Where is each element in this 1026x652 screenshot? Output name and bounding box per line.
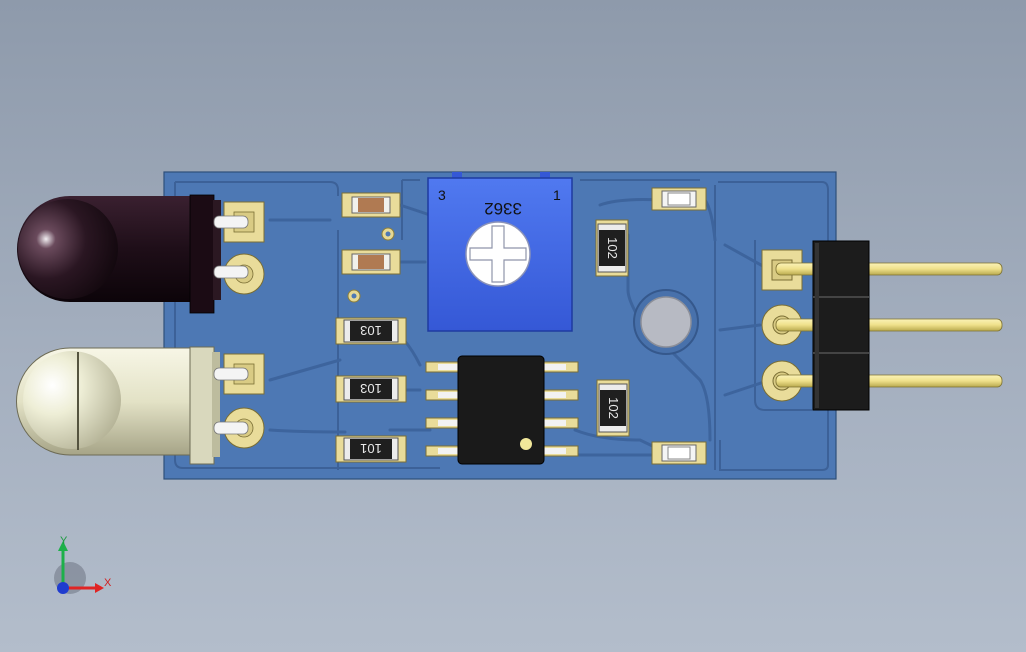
potentiometer-3362[interactable]: 3 3362 1 — [427, 172, 573, 332]
header-pin-3[interactable] — [775, 374, 1003, 388]
ic-pads-right — [543, 361, 579, 457]
resistor-label: 103 — [360, 381, 382, 396]
smd-led-2[interactable] — [651, 441, 707, 465]
resistor-102-a[interactable]: 102 — [595, 219, 629, 277]
x-axis-label: X — [104, 577, 112, 589]
pot-cross-slot — [469, 225, 527, 283]
header-pin-2[interactable] — [775, 318, 1003, 332]
led-pads — [213, 201, 265, 449]
z-axis-dot — [57, 582, 69, 594]
ir-receiver-led[interactable] — [17, 194, 221, 314]
resistor-label: 102 — [606, 397, 621, 419]
pot-pin-label-3: 3 — [438, 187, 446, 203]
resistor-label: 103 — [360, 323, 382, 338]
y-axis-label: Y — [60, 535, 68, 547]
resistor-103-a[interactable]: 103 — [335, 317, 407, 345]
pot-model-label: 3362 — [484, 199, 522, 218]
pin-header-3pin[interactable] — [775, 240, 1003, 411]
smd-led-1[interactable] — [651, 187, 707, 211]
smd-capacitor-1[interactable] — [341, 192, 401, 218]
axis-triad[interactable]: Y X — [54, 535, 112, 594]
ir-emitter-led[interactable] — [16, 346, 220, 465]
resistor-101[interactable]: 101 — [335, 435, 407, 463]
pot-pin-label-1: 1 — [553, 187, 561, 203]
smd-capacitor-2[interactable] — [341, 249, 401, 275]
resistor-label: 102 — [605, 237, 620, 259]
ic-comparator-soic8[interactable] — [425, 355, 579, 465]
resistor-102-b[interactable]: 102 — [596, 379, 630, 437]
header-pin-1[interactable] — [775, 262, 1003, 276]
resistor-103-b[interactable]: 103 — [335, 375, 407, 403]
resistor-label: 101 — [360, 441, 382, 456]
ic-pin1-dot — [520, 438, 532, 450]
